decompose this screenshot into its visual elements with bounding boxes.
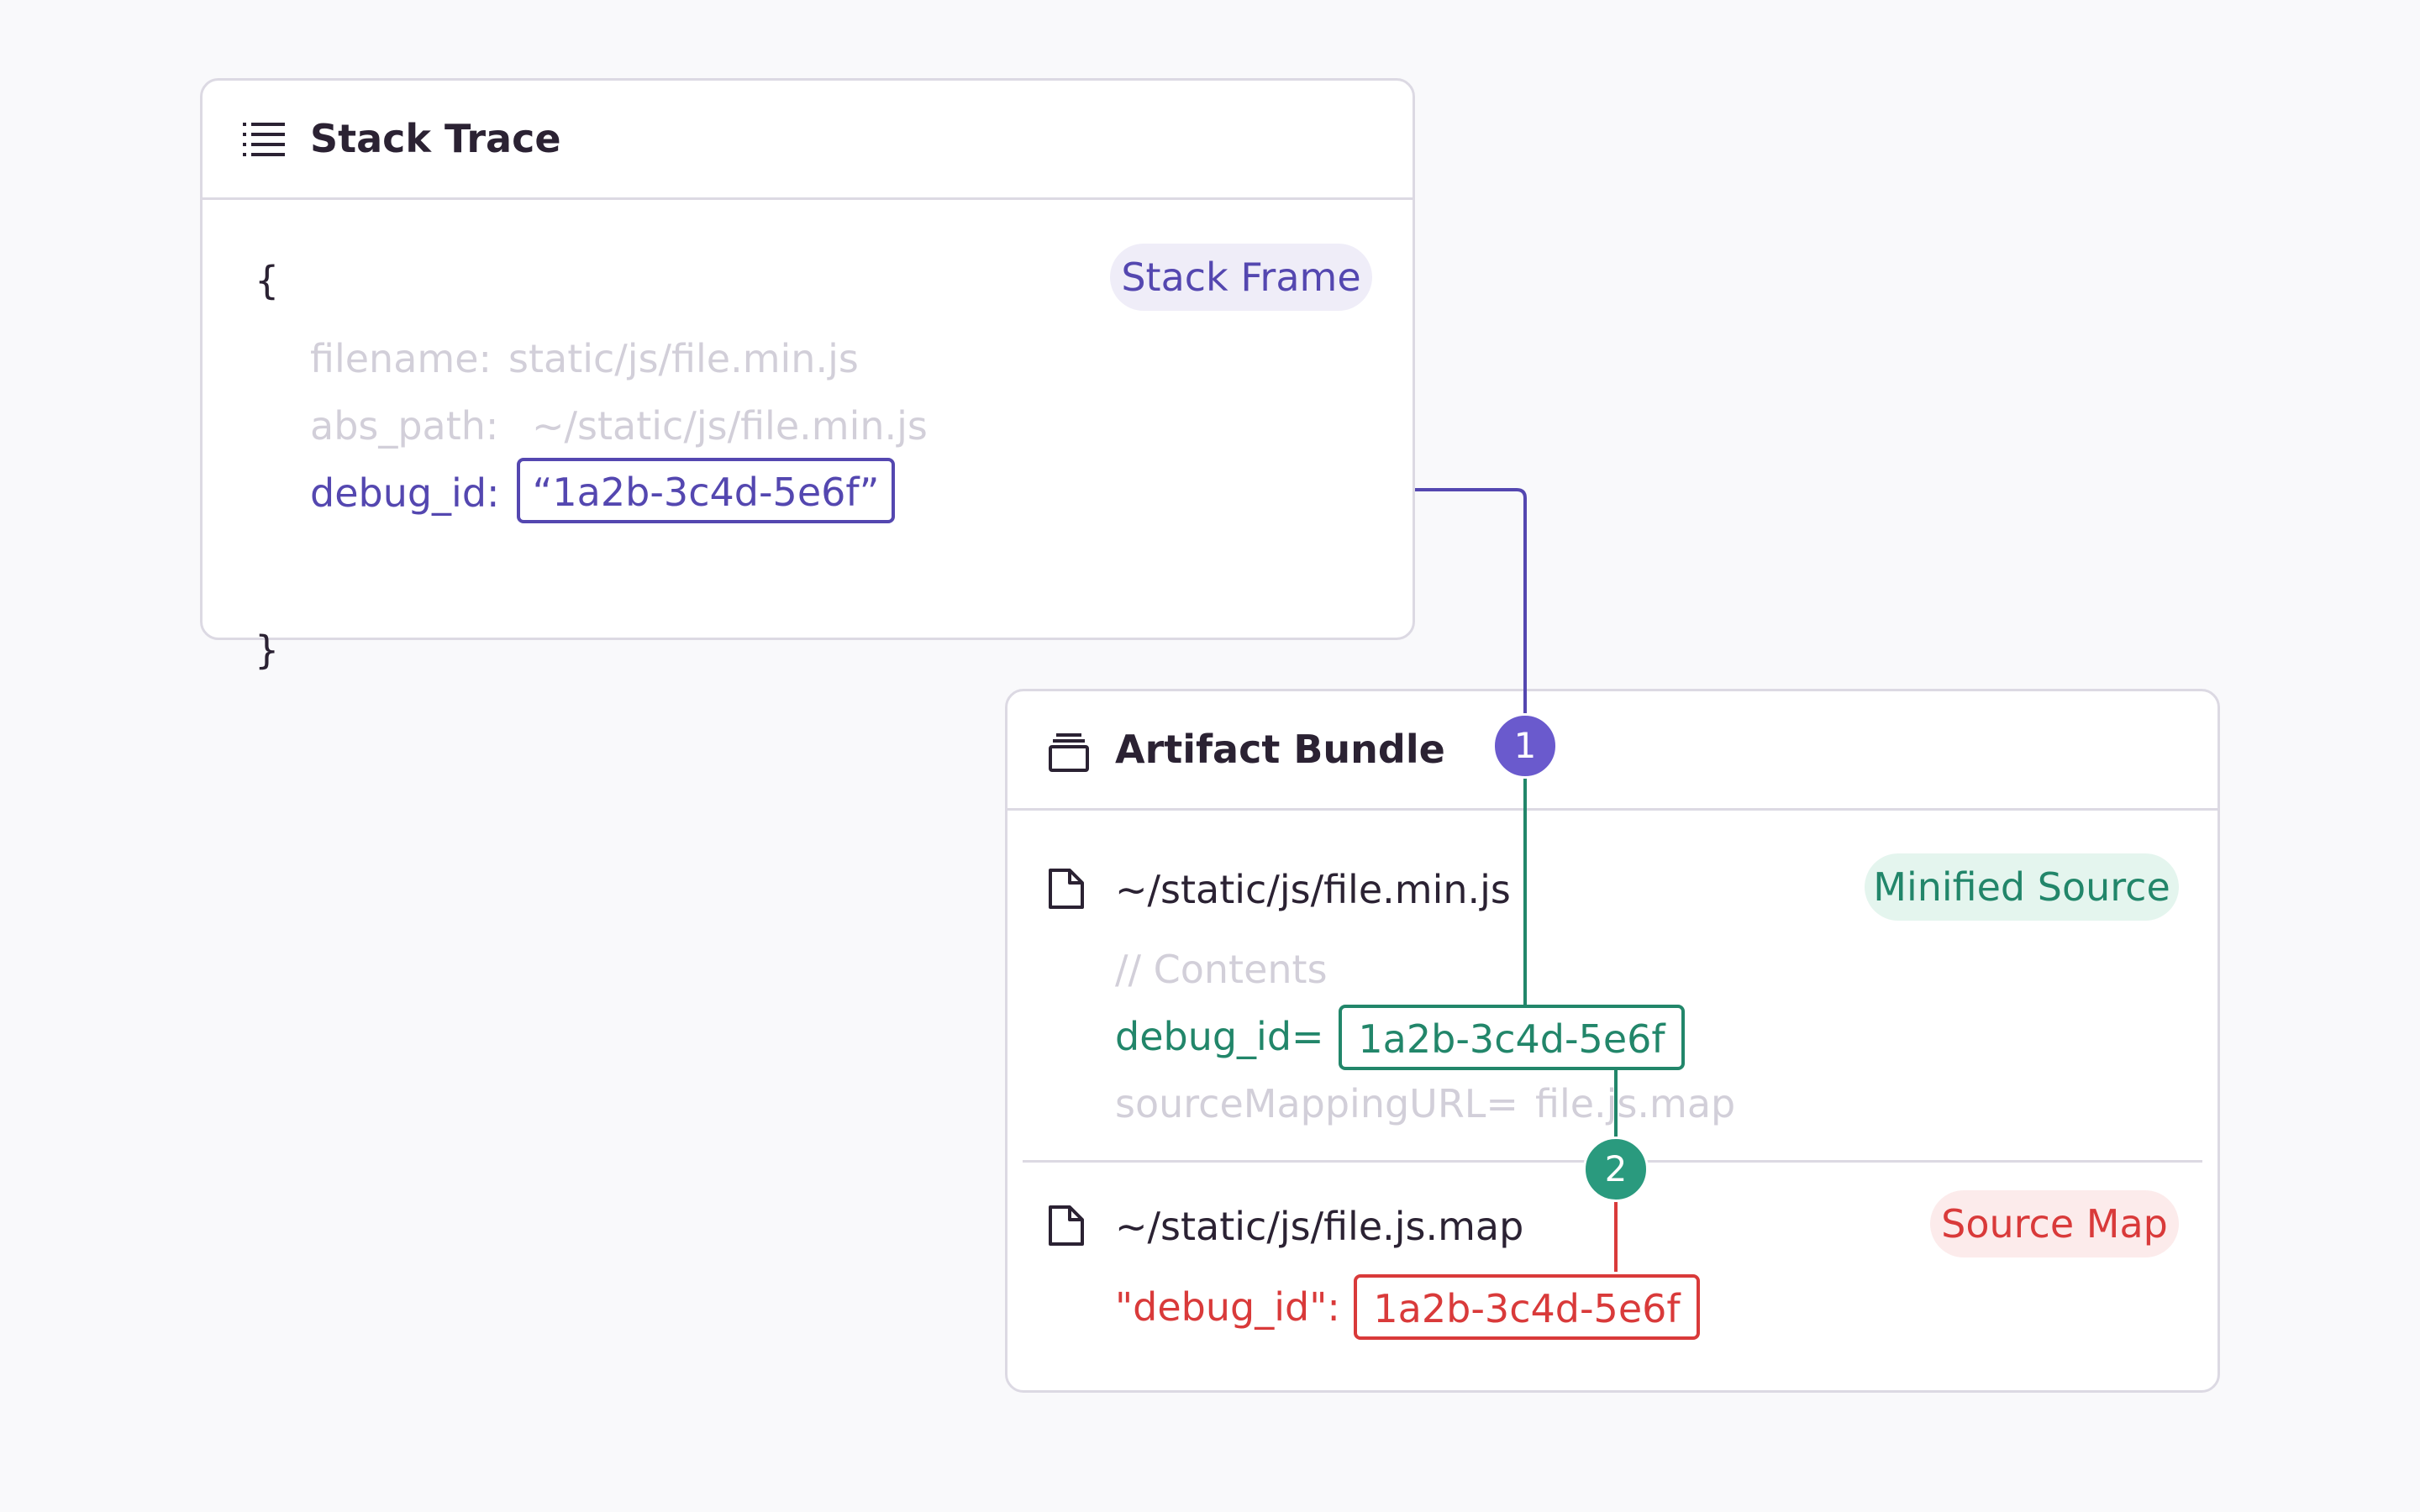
step-badge-1: 1 bbox=[1492, 713, 1558, 779]
debug-id-value-box: “1a2b-3c4d-5e6f” bbox=[517, 458, 895, 523]
filename-key: filename: bbox=[310, 336, 492, 381]
debug-id-key: debug_id: bbox=[310, 470, 500, 516]
file-icon bbox=[1048, 1205, 1085, 1250]
stack-trace-header: Stack Trace bbox=[203, 81, 1413, 200]
open-brace: { bbox=[255, 258, 280, 303]
source-map-pill: Source Map bbox=[1930, 1190, 2179, 1257]
minified-source-pill: Minified Source bbox=[1865, 853, 2179, 921]
close-brace: } bbox=[255, 627, 280, 673]
sourcemap-filename: ~/static/js/file.js.map bbox=[1115, 1204, 1524, 1249]
filename-value: static/js/file.min.js bbox=[508, 336, 859, 381]
minified-debug-value-box: 1a2b-3c4d-5e6f bbox=[1339, 1005, 1685, 1070]
archive-icon bbox=[1048, 733, 1090, 775]
abs-path-value: ~/static/js/file.min.js bbox=[532, 403, 928, 449]
artifact-bundle-title: Artifact Bundle bbox=[1115, 727, 1445, 772]
sourcemap-debug-value-box: 1a2b-3c4d-5e6f bbox=[1354, 1274, 1700, 1340]
mapping-value: file.js.map bbox=[1535, 1081, 1736, 1126]
stack-frame-pill: Stack Frame bbox=[1110, 244, 1372, 311]
file-icon bbox=[1048, 868, 1085, 913]
connector-purple bbox=[894, 488, 1527, 746]
stack-trace-card: Stack Trace { Stack Frame filename: stat… bbox=[200, 78, 1415, 669]
abs-path-key: abs_path: bbox=[310, 403, 499, 449]
stack-trace-title: Stack Trace bbox=[310, 116, 561, 161]
contents-comment: // Contents bbox=[1115, 947, 1328, 992]
step-badge-2: 2 bbox=[1583, 1137, 1649, 1202]
mapping-key: sourceMappingURL= bbox=[1115, 1081, 1518, 1126]
minified-filename: ~/static/js/file.min.js bbox=[1115, 867, 1511, 912]
artifact-bundle-header: Artifact Bundle bbox=[1007, 691, 2217, 811]
artifact-bundle-card: Artifact Bundle ~/static/js/file.min.js … bbox=[1005, 689, 2220, 1393]
sourcemap-debug-key: "debug_id": bbox=[1115, 1284, 1340, 1330]
minified-debug-key: debug_id= bbox=[1115, 1014, 1324, 1059]
list-icon bbox=[243, 121, 285, 161]
